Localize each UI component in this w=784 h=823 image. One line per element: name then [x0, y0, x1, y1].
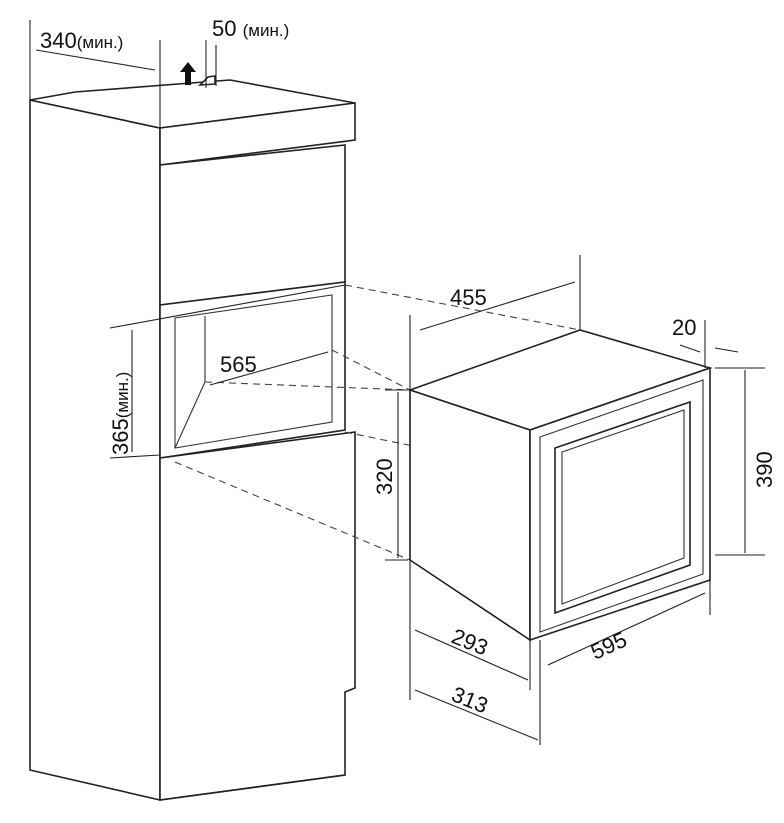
oven — [407, 329, 713, 642]
label-ventilation-gap: 50 (мин.) — [212, 16, 289, 41]
label-frame-thickness: 20 — [672, 315, 696, 340]
cabinet-niche — [159, 281, 346, 459]
label-oven-depth: 455 — [450, 285, 487, 310]
label-oven-front-height: 390 — [752, 451, 777, 488]
oven-window — [554, 400, 691, 615]
cabinet-upper-panel — [159, 144, 346, 306]
cabinet-side-panel — [29, 99, 161, 802]
vent-slot — [197, 75, 216, 86]
niche-opening — [174, 294, 333, 449]
label-niche-width: 565 — [220, 352, 257, 377]
cabinet-top — [29, 79, 356, 129]
cabinet — [29, 75, 356, 802]
cabinet-lower-door — [159, 431, 356, 801]
label-oven-body-height: 320 — [372, 458, 397, 495]
oven-side — [409, 388, 531, 642]
vent-arrow-icon — [180, 62, 196, 85]
label-side-depth-inner: 293 — [448, 623, 491, 660]
label-side-depth-outer: 313 — [448, 681, 491, 718]
label-front-width: 595 — [587, 627, 631, 665]
cabinet-top-band — [159, 102, 356, 166]
dimension-lines — [29, 20, 765, 745]
label-cabinet-depth: 340(мин.) — [40, 28, 123, 53]
label-niche-height: 365(мин.) — [108, 372, 133, 455]
